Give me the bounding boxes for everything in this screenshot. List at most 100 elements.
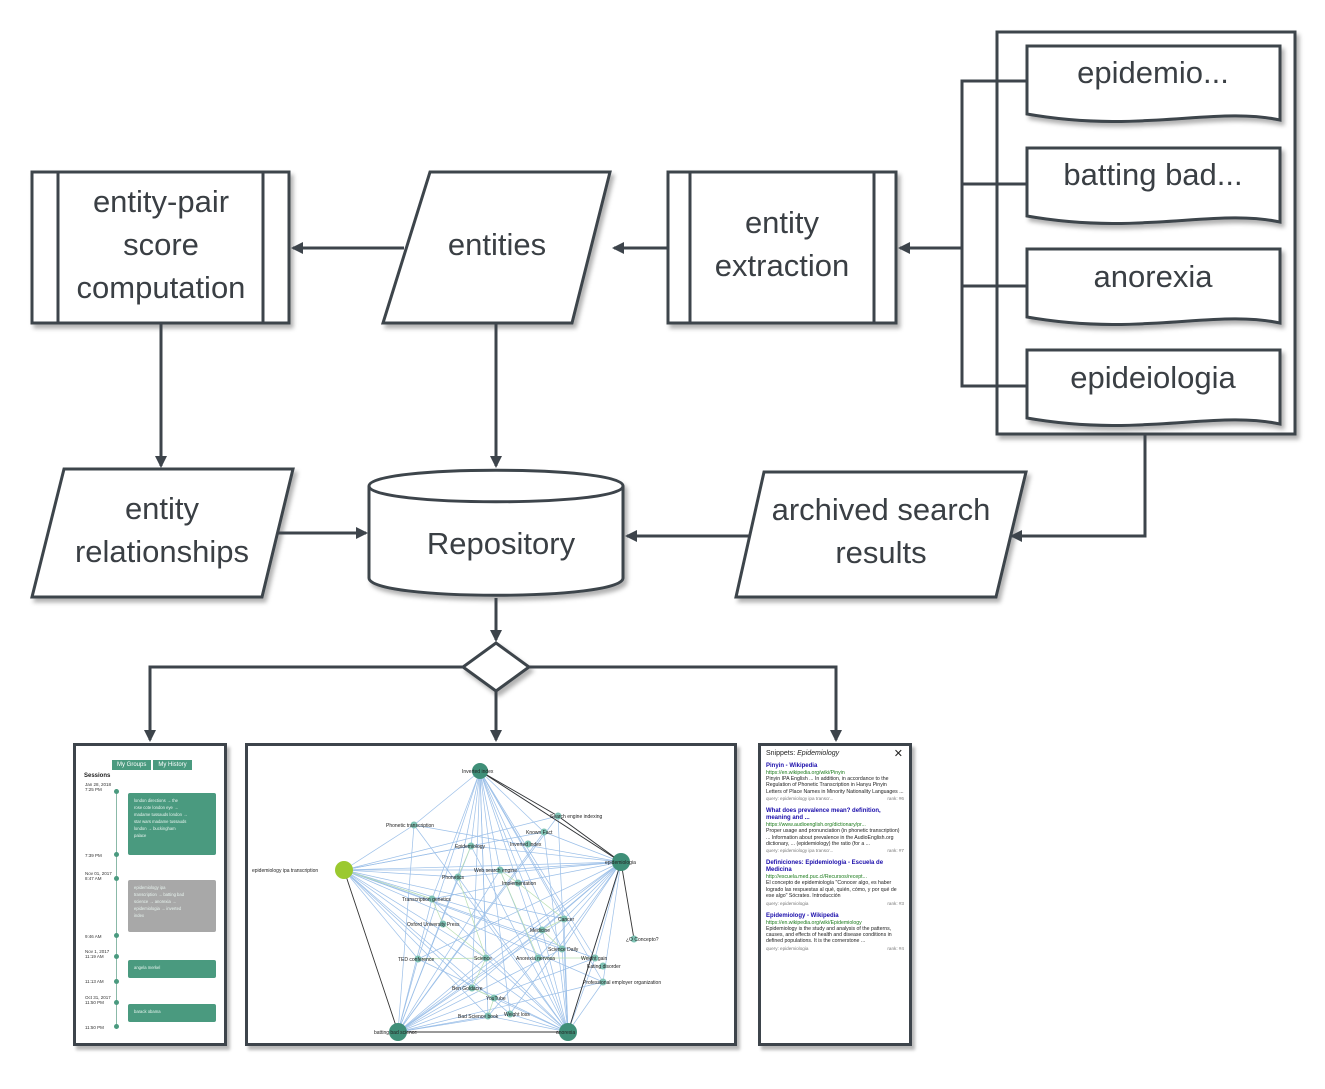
session-card[interactable]: london directions → the rose cote london… — [128, 793, 216, 855]
graph-node-label: epidemiologia — [605, 860, 636, 866]
graph-node[interactable] — [599, 962, 607, 970]
session-time: Nov 01, 2017 8:47 AM — [85, 871, 112, 881]
graph-node[interactable] — [467, 842, 475, 850]
graph-edge — [457, 861, 622, 878]
session-card[interactable]: barack obama — [128, 1004, 216, 1022]
graph-node[interactable] — [472, 763, 488, 779]
graph-edge — [343, 861, 622, 871]
graph-edge — [479, 770, 501, 871]
document-shape-4 — [1025, 348, 1282, 427]
snippet-query: query: epidemiologia — [766, 945, 809, 951]
graph-edge — [431, 898, 569, 1033]
graph-node[interactable] — [558, 945, 566, 953]
tab-my-groups[interactable]: My Groups — [112, 760, 152, 770]
graph-edge — [457, 876, 569, 1033]
card-line: transcription → batting bad — [134, 892, 185, 897]
entities-label: entities — [448, 227, 546, 262]
snippet-url[interactable]: https://www.audioenglish.org/dictionary/… — [766, 822, 866, 829]
graph-node[interactable] — [560, 915, 568, 923]
graph-node-label: Anorexia nervosa — [516, 956, 555, 962]
graph-edge — [457, 845, 472, 878]
graph-node[interactable] — [534, 954, 542, 962]
graph-edge — [343, 869, 399, 1033]
graph-edge — [442, 923, 487, 959]
graph-node[interactable] — [554, 812, 562, 820]
graph-node[interactable] — [454, 873, 462, 881]
graph-node-label: Science — [474, 956, 492, 962]
graph-edge — [343, 824, 415, 871]
graph-node[interactable] — [335, 861, 353, 879]
snippets-panel-thumbnail: Snippets: Epidemiology ✕ Pinyin - Wikipe… — [758, 743, 912, 1046]
graph-node[interactable] — [484, 1012, 492, 1020]
graph-node-label: epidemiology ipa transcription — [252, 868, 318, 874]
graph-node[interactable] — [490, 994, 498, 1002]
graph-node[interactable] — [496, 866, 504, 874]
session-card-selected[interactable]: epidemiology ipa transcription → batting… — [128, 880, 216, 932]
graph-edge — [479, 770, 604, 983]
snippet-title-link[interactable]: Epidemiology - Wikipedia — [766, 912, 839, 919]
graph-node[interactable] — [482, 954, 490, 962]
relationships-label-line1: entity — [125, 491, 200, 526]
graph-node-label: Epidemiology — [455, 844, 486, 850]
graph-edge — [343, 869, 489, 1017]
graph-edge — [343, 869, 596, 959]
sessions-heading: Sessions — [84, 773, 111, 779]
snippet-title-link[interactable]: Pinyin - Wikipedia — [766, 763, 818, 769]
graph-node[interactable] — [630, 935, 638, 943]
graph-edge — [417, 957, 487, 960]
graph-edge — [457, 770, 481, 878]
graph-node[interactable] — [410, 821, 418, 829]
graph-node-label: Inverted index — [510, 842, 542, 848]
graph-node[interactable] — [559, 1023, 577, 1041]
graph-node[interactable] — [599, 978, 607, 986]
snippet-url[interactable]: https://en.wikipedia.org/wiki/Epidemiolo… — [766, 919, 862, 926]
graph-edge — [543, 831, 622, 863]
snippet-url[interactable]: http://escuela.med.puc.cl/Recursos/recep… — [766, 874, 867, 881]
snippets-title-prefix: Snippets: — [766, 750, 798, 757]
graph-node[interactable] — [428, 895, 436, 903]
session-card[interactable]: angela merkel — [128, 960, 216, 978]
snippet-query: query: epidemiology ipa transcr... — [766, 796, 834, 802]
score-label-line2: score — [123, 227, 199, 262]
session-time: 7:39 PM — [85, 853, 102, 858]
archived-label-line2: results — [835, 535, 926, 570]
snippet-title-link[interactable]: What does prevalence mean? definition, m… — [766, 808, 881, 822]
tab-my-history[interactable]: My History — [153, 760, 192, 770]
graph-node[interactable] — [612, 853, 630, 871]
graph-edge — [487, 1015, 569, 1033]
snippet-title-link[interactable]: Definiciones: Epidemiología - Escuela de… — [766, 860, 884, 874]
graph-edge — [479, 770, 622, 863]
graph-edge — [499, 869, 519, 884]
graph-edge — [509, 861, 622, 1015]
card-line: london → buckingham — [134, 826, 176, 831]
graph-edge — [417, 770, 481, 960]
graph-node[interactable] — [524, 840, 532, 848]
graph-node[interactable] — [538, 926, 546, 934]
graph-node[interactable] — [506, 1010, 514, 1018]
graph-node[interactable] — [414, 955, 422, 963]
graph-edge — [343, 869, 433, 900]
graph-node[interactable] — [540, 828, 548, 836]
graph-node[interactable] — [439, 920, 447, 928]
graph-node[interactable] — [389, 1023, 407, 1041]
graph-node[interactable] — [468, 984, 476, 992]
timeline-line — [116, 789, 117, 1029]
score-label-line3: computation — [77, 270, 246, 305]
graph-edge — [499, 869, 539, 959]
graph-edge — [471, 987, 495, 999]
graph-edge — [397, 981, 604, 1033]
snippet-url[interactable]: https://en.wikipedia.org/wiki/Pinyin — [766, 770, 845, 776]
graph-edge — [517, 882, 565, 920]
graph-edge — [567, 981, 604, 1033]
graph-node[interactable] — [591, 954, 599, 962]
graph-edge — [561, 861, 622, 950]
snippets-title: Snippets: Epidemiology — [766, 750, 904, 757]
graph-node[interactable] — [514, 879, 522, 887]
close-icon[interactable]: ✕ — [893, 748, 903, 760]
